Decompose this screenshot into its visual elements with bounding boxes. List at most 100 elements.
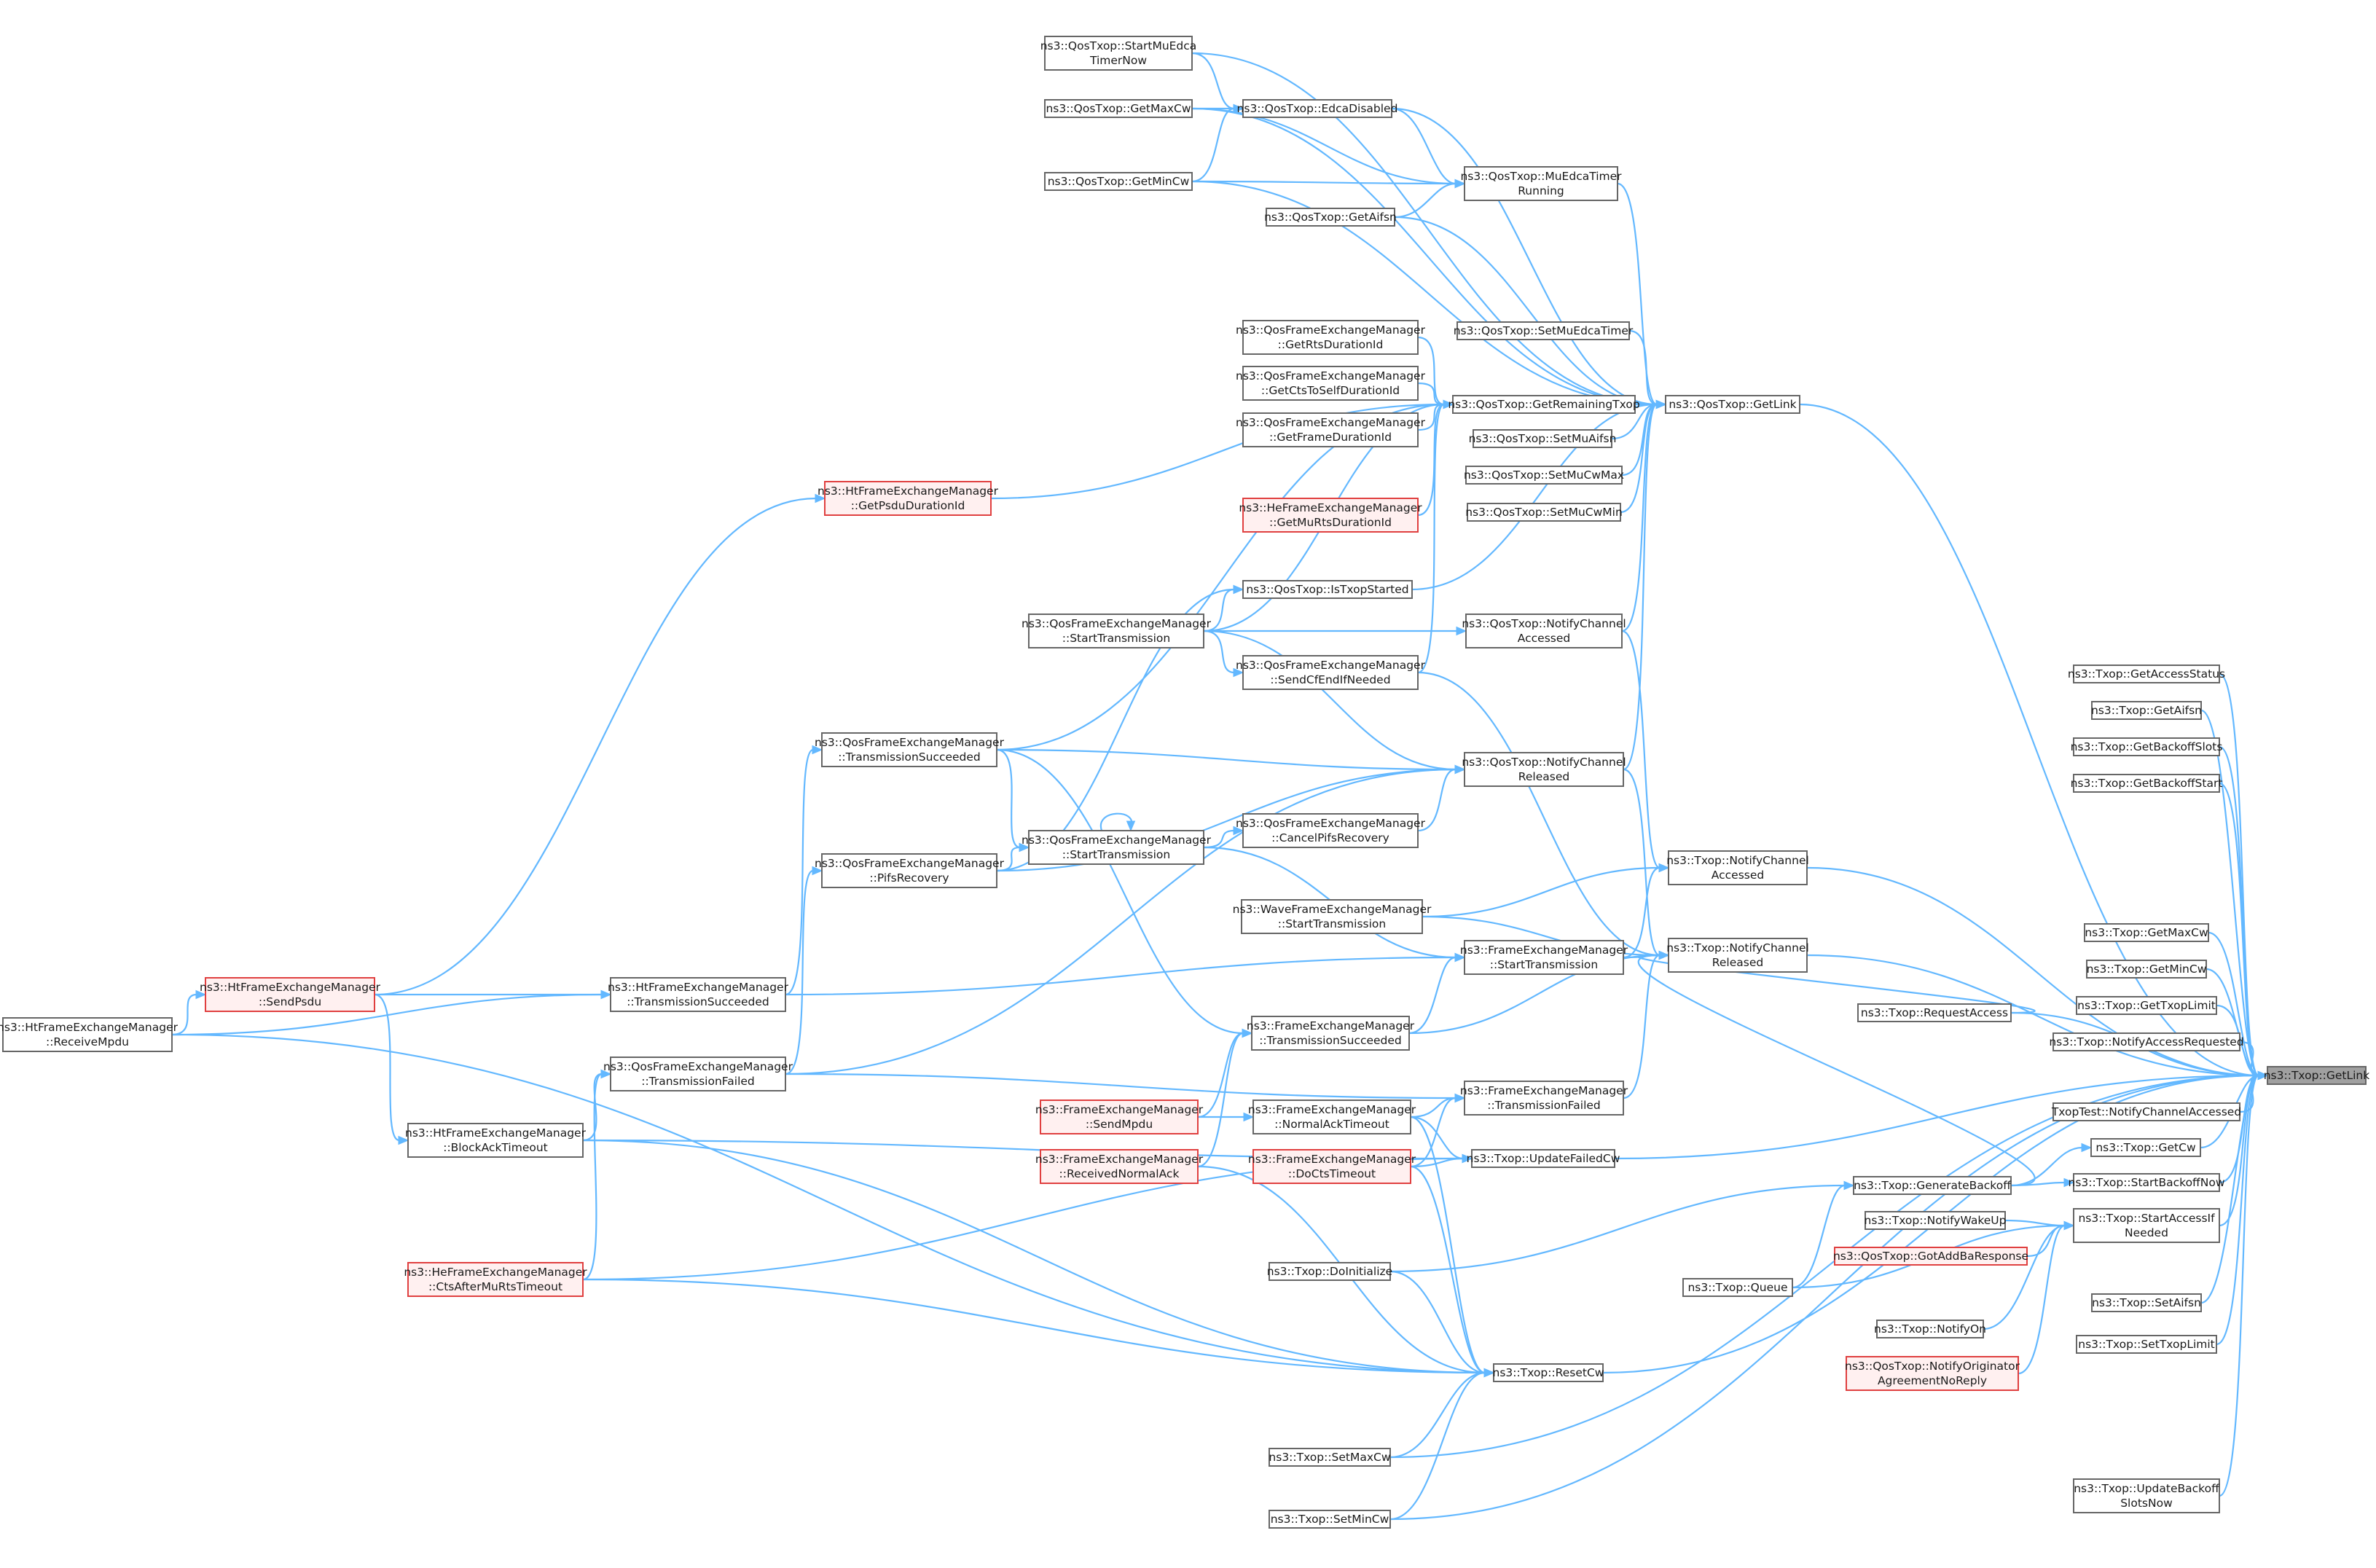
node-qfem-start-tx2[interactable]: ns3::QosFrameExchangeManager::StartTrans… [1022,830,1212,865]
node-q-set-mu-cw-max[interactable]: ns3::QosTxop::SetMuCwMax [1464,466,1624,485]
node-fem-tx-succeeded[interactable]: ns3::FrameExchangeManager::TransmissionS… [1247,1016,1415,1051]
node-box[interactable] [2,1017,173,1052]
node-box[interactable] [2052,1032,2240,1051]
node-box[interactable] [1044,172,1193,191]
node-box[interactable] [2073,665,2220,683]
node-box[interactable] [2073,1478,2220,1513]
node-box[interactable] [1857,1003,2012,1022]
node-box[interactable] [2073,737,2220,756]
node-wave-start-tx[interactable]: ns3::WaveFrameExchangeManager::StartTran… [1233,899,1432,934]
node-box[interactable] [1456,321,1630,340]
node-box[interactable] [1269,1262,1391,1281]
node-box[interactable] [1040,1099,1199,1134]
node-get-txop-limit[interactable]: ns3::Txop::GetTxopLimit [2076,996,2217,1015]
node-box[interactable] [1465,466,1623,485]
node-box[interactable] [821,732,997,767]
node-get-access-status[interactable]: ns3::Txop::GetAccessStatus [2068,665,2225,683]
node-box[interactable] [1834,1247,2028,1266]
node-box[interactable] [2073,774,2220,793]
node-box[interactable] [1464,166,1618,201]
node-set-aifsn[interactable]: ns3::Txop::SetAifsn [2091,1293,2202,1312]
node-box[interactable] [2091,1293,2202,1312]
node-box[interactable] [1028,614,1204,648]
node-notify-on[interactable]: ns3::Txop::NotifyOn [1874,1320,1986,1338]
node-get-backoff-slots[interactable]: ns3::Txop::GetBackoffSlots [2071,737,2223,756]
node-box[interactable] [1252,1099,1411,1134]
node-get-max-cw[interactable]: ns3::Txop::GetMaxCw [2084,923,2209,942]
node-box[interactable] [2091,701,2202,720]
node-box[interactable] [2073,1173,2220,1192]
node-q-set-mu-cw-min[interactable]: ns3::QosTxop::SetMuCwMin [1465,503,1623,522]
node-box[interactable] [610,1057,786,1091]
node-box[interactable] [1242,320,1419,355]
node-set-min-cw[interactable]: ns3::Txop::SetMinCw [1269,1510,1391,1529]
node-q-edca-disabled[interactable]: ns3::QosTxop::EdcaDisabled [1237,99,1398,118]
node-box[interactable] [2084,923,2209,942]
node-qfem-cancel-pifs[interactable]: ns3::QosFrameExchangeManager::CancelPifs… [1236,813,1426,848]
node-start-backoff-now[interactable]: ns3::Txop::StartBackoffNow [2069,1173,2225,1192]
node-box[interactable] [1465,614,1623,648]
node-box[interactable] [1269,1448,1391,1467]
node-q-set-mu-aifsn[interactable]: ns3::QosTxop::SetMuAifsn [1469,429,1617,448]
node-box[interactable] [1266,208,1395,227]
node-q-get-remaining-txop[interactable]: ns3::QosTxop::GetRemainingTxop [1448,395,1640,414]
node-notify-channel-accessed[interactable]: ns3::Txop::NotifyChannelAccessed [1666,850,1809,885]
node-box[interactable] [1493,1363,1604,1382]
node-box[interactable] [1876,1320,1984,1338]
node-fem-tx-failed[interactable]: ns3::FrameExchangeManager::TransmissionF… [1460,1081,1628,1116]
node-box[interactable] [1028,830,1204,865]
node-fem-start-tx[interactable]: ns3::FrameExchangeManager::StartTransmis… [1460,940,1628,975]
node-qfem-get-frame[interactable]: ns3::QosFrameExchangeManager::GetFrameDu… [1236,412,1426,447]
node-notify-wake-up[interactable]: ns3::Txop::NotifyWakeUp [1865,1211,2007,1230]
node-box[interactable] [824,481,992,516]
node-box[interactable] [2090,1138,2201,1157]
node-q-get-aifsn[interactable]: ns3::QosTxop::GetAifsn [1264,208,1397,227]
node-box[interactable] [1665,395,1800,414]
node-queue[interactable]: ns3::Txop::Queue [1682,1278,1793,1297]
node-qfem-tx-failed[interactable]: ns3::QosFrameExchangeManager::Transmissi… [603,1057,793,1091]
node-q-set-mu-edca-timer[interactable]: ns3::QosTxop::SetMuEdcaTimer [1454,321,1634,340]
node-box[interactable] [2076,1335,2217,1354]
node-ht-send-psdu[interactable]: ns3::HtFrameExchangeManager::SendPsdu [200,977,381,1012]
node-qfem-get-rts[interactable]: ns3::QosFrameExchangeManager::GetRtsDura… [1236,320,1426,355]
node-box[interactable] [2076,996,2217,1015]
node-get-backoff-start[interactable]: ns3::Txop::GetBackoffStart [2071,774,2223,793]
node-q-get-max-cw[interactable]: ns3::QosTxop::GetMaxCw [1044,99,1193,118]
node-txop-test-notify[interactable]: TxopTest::NotifyChannelAccessed [2051,1102,2241,1121]
node-box[interactable] [1242,655,1419,690]
node-box[interactable] [1846,1356,2019,1391]
node-box[interactable] [1044,36,1193,71]
node-q-is-txop-started[interactable]: ns3::QosTxop::IsTxopStarted [1242,580,1413,599]
node-qos-get-link[interactable]: ns3::QosTxop::GetLink [1665,395,1800,414]
node-box[interactable] [1467,503,1621,522]
node-he-get-mu-rts[interactable]: ns3::HeFrameExchangeManager::GetMuRtsDur… [1239,498,1422,533]
node-ht-block-ack[interactable]: ns3::HtFrameExchangeManager::BlockAckTim… [405,1123,587,1158]
node-fem-send-mpdu[interactable]: ns3::FrameExchangeManager::SendMpdu [1035,1099,1204,1134]
node-qfem-start-tx1[interactable]: ns3::QosFrameExchangeManager::StartTrans… [1022,614,1212,648]
node-he-cts-after-mu-rts[interactable]: ns3::HeFrameExchangeManager::CtsAfterMuR… [404,1262,587,1297]
node-box[interactable] [1668,938,1808,973]
node-set-max-cw[interactable]: ns3::Txop::SetMaxCw [1269,1448,1391,1467]
node-ht-get-psdu[interactable]: ns3::HtFrameExchangeManager::GetPsduDura… [818,481,999,516]
node-box[interactable] [821,853,997,888]
node-notify-orig-agreement[interactable]: ns3::QosTxop::NotifyOriginatorAgreementN… [1845,1356,2020,1391]
node-get-min-cw[interactable]: ns3::Txop::GetMinCw [2086,960,2207,979]
node-box[interactable] [1251,1016,1410,1051]
node-box[interactable] [1242,412,1419,447]
node-box[interactable] [1853,1176,2012,1195]
node-box[interactable] [1040,1149,1199,1184]
node-box[interactable] [1242,498,1419,533]
node-box[interactable] [407,1262,584,1297]
node-qfem-tx-succeeded[interactable]: ns3::QosFrameExchangeManager::Transmissi… [815,732,1005,767]
node-fem-normal-ack[interactable]: ns3::FrameExchangeManager::NormalAckTime… [1248,1099,1416,1134]
node-box[interactable] [1464,752,1624,787]
node-fem-do-cts[interactable]: ns3::FrameExchangeManager::DoCtsTimeout [1248,1149,1416,1184]
node-q-get-min-cw[interactable]: ns3::QosTxop::GetMinCw [1044,172,1193,191]
node-qfem-get-cts[interactable]: ns3::QosFrameExchangeManager::GetCtsToSe… [1236,366,1426,401]
